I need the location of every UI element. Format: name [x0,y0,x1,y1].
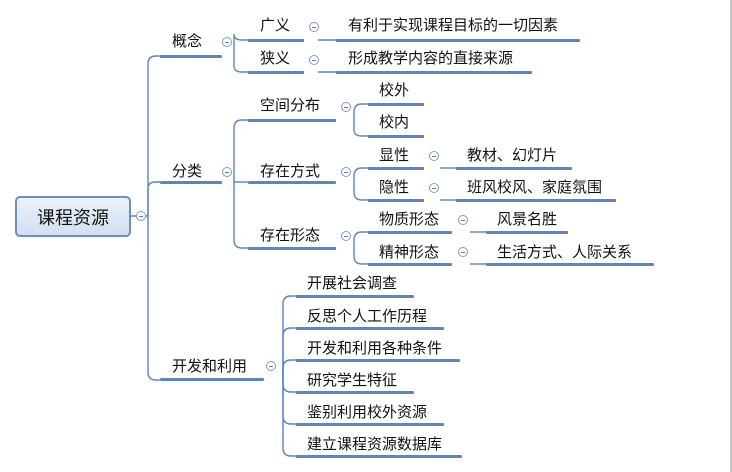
node-underline [296,359,460,362]
node-underline [486,231,568,234]
collapse-icon[interactable] [309,55,319,65]
node-underline [248,119,336,122]
node-underline [368,167,424,170]
node-underline [296,327,444,330]
node-external-resources[interactable]: 鉴别利用校外资源 [307,403,428,421]
node-underline [296,455,462,458]
node-underline [368,199,424,202]
node-underline [248,181,336,184]
collapse-icon[interactable] [429,151,439,161]
node-concept[interactable]: 概念 [172,32,203,50]
node-study-students[interactable]: 研究学生特征 [307,371,398,389]
node-underline [456,199,616,202]
node-underline [486,263,654,266]
collapse-icon[interactable] [429,183,439,193]
node-existence-mode[interactable]: 存在方式 [260,162,321,180]
node-underline [368,231,452,234]
node-narrow-sense[interactable]: 狭义 [260,49,291,67]
node-implicit-example[interactable]: 班风校风、家庭氛围 [467,178,603,196]
node-spiritual-form[interactable]: 精神形态 [379,243,440,261]
node-implicit[interactable]: 隐性 [379,178,410,196]
node-classification[interactable]: 分类 [172,162,203,180]
node-underline [248,39,304,42]
collapse-icon[interactable] [222,37,232,47]
node-spatial-distribution[interactable]: 空间分布 [260,96,321,114]
node-develop-use[interactable]: 开发和利用 [172,357,248,375]
node-underline [336,71,532,74]
node-develop-conditions[interactable]: 开发和利用各种条件 [307,339,443,357]
node-underline [160,55,222,58]
node-explicit[interactable]: 显性 [379,146,410,164]
node-material-example[interactable]: 风景名胜 [497,210,558,228]
node-underline [456,167,572,170]
collapse-icon[interactable] [136,211,146,221]
collapse-icon[interactable] [309,22,319,32]
node-off-campus[interactable]: 校外 [379,81,410,99]
collapse-icon[interactable] [266,361,276,371]
collapse-icon[interactable] [341,102,351,112]
root-label: 课程资源 [37,207,109,229]
node-underline [336,39,580,42]
node-underline [368,135,424,138]
collapse-icon[interactable] [341,231,351,241]
node-underline [368,103,424,106]
collapse-icon[interactable] [341,167,351,177]
collapse-icon[interactable] [458,215,468,225]
node-narrow-definition[interactable]: 形成教学内容的直接来源 [348,49,514,67]
collapse-icon[interactable] [458,247,468,257]
node-underline [248,247,336,250]
root-node[interactable]: 课程资源 [15,196,131,237]
node-underline [296,295,414,298]
node-material-form[interactable]: 物质形态 [379,210,440,228]
node-underline [160,181,222,184]
node-underline [248,71,304,74]
node-broad-sense[interactable]: 广义 [260,16,291,34]
collapse-icon[interactable] [222,167,232,177]
node-existence-form[interactable]: 存在形态 [260,226,321,244]
node-underline [296,423,444,426]
node-social-survey[interactable]: 开展社会调查 [307,274,398,292]
node-underline [368,263,452,266]
node-underline [296,391,414,394]
node-spiritual-example[interactable]: 生活方式、人际关系 [497,243,633,261]
node-broad-definition[interactable]: 有利于实现课程目标的一切因素 [348,16,559,34]
node-underline [160,378,264,381]
node-on-campus[interactable]: 校内 [379,113,410,131]
node-reflect-work[interactable]: 反思个人工作历程 [307,307,428,325]
node-explicit-example[interactable]: 教材、幻灯片 [467,146,558,164]
node-build-database[interactable]: 建立课程资源数据库 [307,435,443,453]
